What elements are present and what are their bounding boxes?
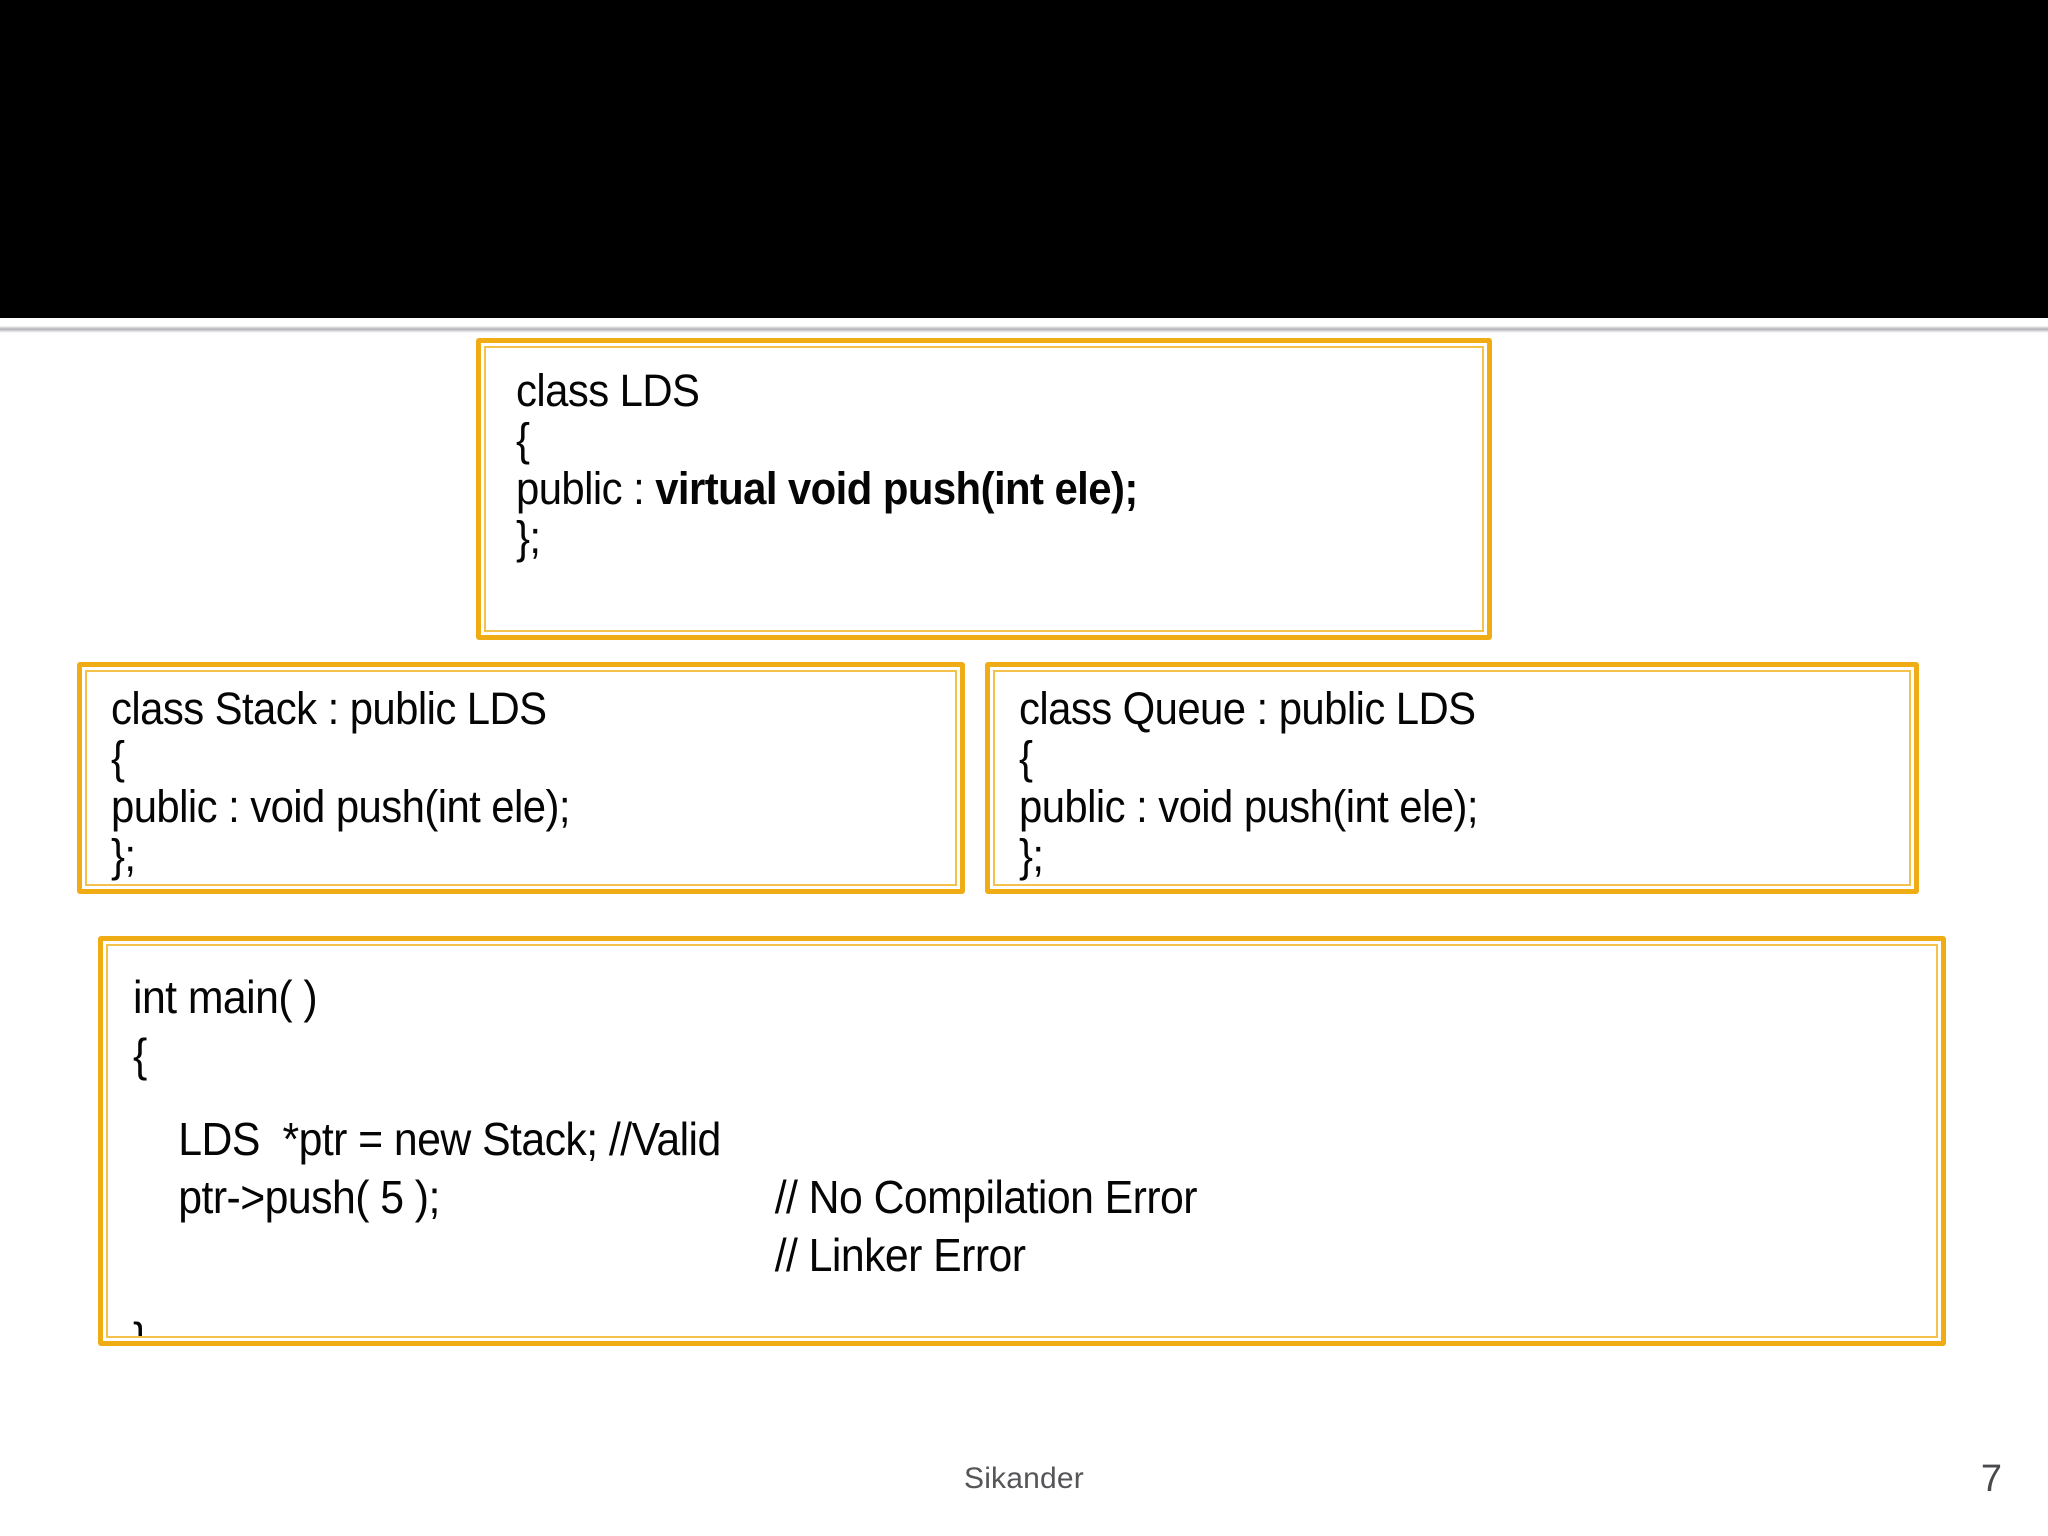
code-line: int main( ) — [133, 971, 318, 1023]
code-line: { — [133, 1029, 147, 1081]
code-line: } — [133, 1310, 1789, 1336]
code-line: class Stack : public LDS — [111, 683, 547, 734]
code-line: }; — [1019, 830, 1044, 881]
code-line-push-call: ptr->push( 5 ); // No Compilation Error — [133, 1168, 1789, 1226]
code-span-virtual-signature: virtual void push(int ele); — [655, 463, 1138, 514]
footer-author: Sikander — [963, 1462, 1084, 1495]
base-class-lds-inner: class LDS { public : virtual void push(i… — [484, 346, 1484, 632]
code-line-new-stack: LDS *ptr = new Stack; //Valid — [133, 1113, 721, 1165]
code-span-public-prefix: public : — [516, 463, 656, 514]
code-line-blank — [133, 1084, 1789, 1110]
code-line: { — [111, 732, 125, 783]
code-line: }; — [516, 512, 541, 563]
comment-no-compilation-error: // No Compilation Error — [774, 1171, 1198, 1223]
code-line-blank — [133, 1284, 1789, 1310]
code-line: { — [516, 414, 530, 465]
derived-class-queue-box: class Queue : public LDS { public : void… — [985, 662, 1919, 894]
code-line: class LDS — [516, 365, 700, 416]
derived-class-stack-inner: class Stack : public LDS { public : void… — [85, 670, 957, 886]
code-line: { — [1019, 732, 1033, 783]
code-line: }; — [111, 830, 136, 881]
code-line: class Queue : public LDS — [1019, 683, 1476, 734]
top-black-banner — [0, 0, 2048, 318]
comment-linker-error: // Linker Error — [774, 1229, 1026, 1281]
base-class-lds-box: class LDS { public : virtual void push(i… — [476, 338, 1492, 640]
code-span-push-call: ptr->push( 5 ); — [133, 1171, 440, 1223]
code-line: public : void push(int ele); — [111, 781, 570, 832]
derived-class-queue-inner: class Queue : public LDS { public : void… — [993, 670, 1911, 886]
banner-shadow-divider — [0, 326, 2048, 333]
code-line-virtual-push: public : virtual void push(int ele); — [516, 464, 1394, 513]
banner-gap — [0, 318, 2048, 328]
derived-class-stack-box: class Stack : public LDS { public : void… — [77, 662, 965, 894]
code-line: public : void push(int ele); — [1019, 781, 1478, 832]
main-function-inner: int main( ) { LDS *ptr = new Stack; //Va… — [106, 944, 1938, 1338]
footer-page-number: 7 — [1980, 1458, 2002, 1500]
main-function-box: int main( ) { LDS *ptr = new Stack; //Va… — [98, 936, 1946, 1346]
